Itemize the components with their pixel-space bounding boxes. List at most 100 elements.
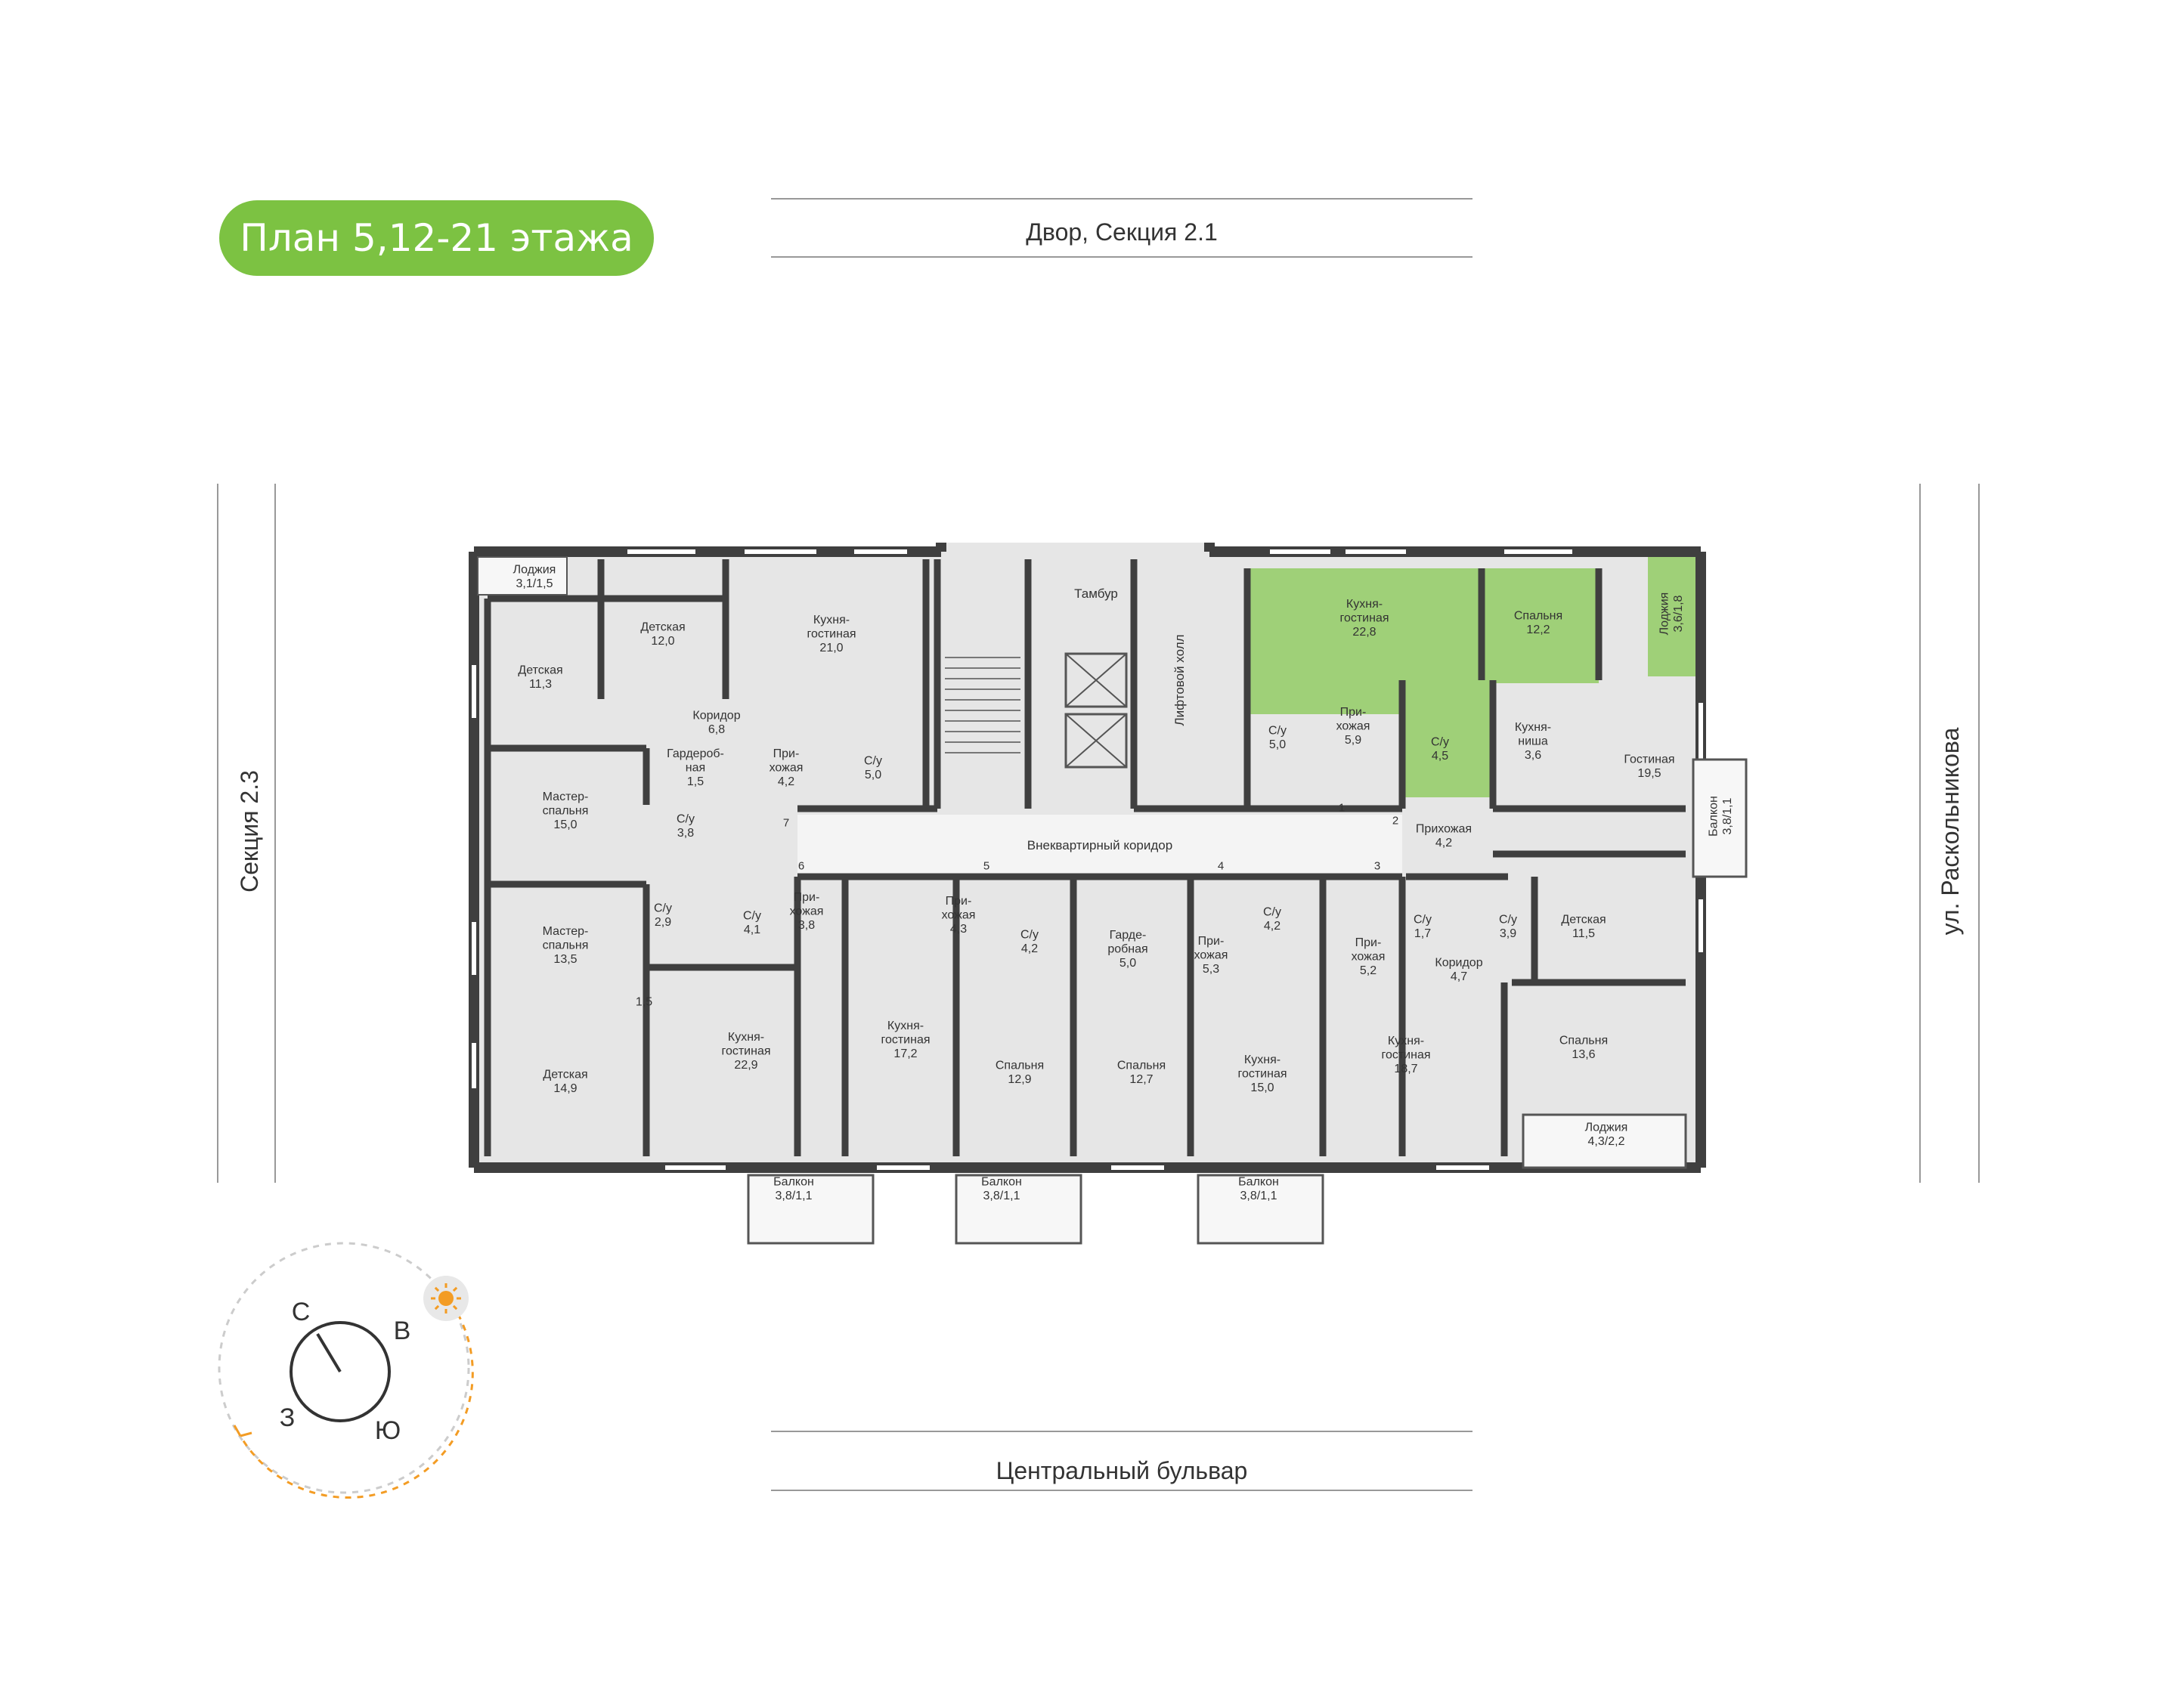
sun-path-ring (218, 1242, 470, 1494)
lift-shaft-cross (1065, 653, 1127, 707)
compass-east: В (394, 1317, 411, 1345)
courtyard-label: Двор, Секция 2.1 (1026, 218, 1218, 246)
highlighted-apartment (1247, 568, 1482, 683)
sun-ray (452, 1304, 458, 1310)
section-label: Секция 2.3 (236, 770, 263, 893)
highlighted-apartment (1648, 552, 1697, 676)
corridor-floor (797, 815, 1402, 877)
sun-icon (438, 1291, 454, 1306)
lift-shaft (1064, 713, 1128, 769)
balcony-outline (1197, 1174, 1324, 1245)
tambur-label: Тамбур (1074, 586, 1118, 601)
lift-shaft (1064, 652, 1128, 708)
door-number: 2 (1392, 814, 1398, 827)
boulevard-label: Центральный бульвар (996, 1457, 1248, 1484)
loggia-outline (477, 556, 568, 596)
lift-hall-label: Лифтовой холл (1172, 634, 1187, 726)
sun-ray (434, 1286, 440, 1292)
highlighted-apartment (1482, 568, 1599, 683)
room-name-area: 1,5 (636, 996, 652, 1009)
room-name-area: Балкон3,8/1,1 (1707, 796, 1733, 837)
compass-south: Ю (375, 1416, 401, 1445)
sun-path-arrow (233, 1425, 252, 1437)
room-label: 1,5 (636, 996, 652, 1009)
sun-path-arc (239, 1293, 474, 1499)
lift-shaft-cross (1065, 713, 1127, 768)
street-label: ул. Раскольникова (1937, 727, 1964, 935)
room-name-area: Лоджия3,6/1,8 (1658, 593, 1684, 636)
highlighted-apartment (1402, 680, 1493, 797)
room-label: Лоджия3,6/1,8 (1658, 593, 1684, 636)
balcony-outline (747, 1174, 875, 1245)
door-number: 7 (783, 816, 789, 829)
compass-needle (316, 1332, 342, 1373)
door-number: 5 (983, 859, 989, 872)
plan-title: План 5,12-21 этажа (240, 216, 633, 260)
balcony-outline (955, 1174, 1082, 1245)
